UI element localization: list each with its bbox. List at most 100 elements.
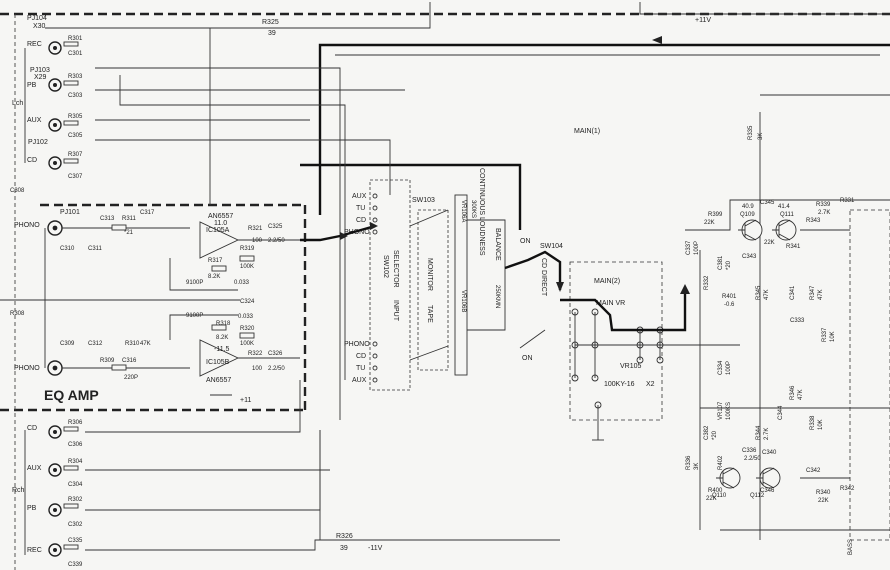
jack-rec-top[interactable] xyxy=(48,41,62,55)
jack-phono-bottom[interactable] xyxy=(47,360,63,376)
r339-label: R335 xyxy=(748,125,754,140)
vr105-label: VR105 xyxy=(620,363,642,370)
wire xyxy=(467,219,506,331)
c325-val: 2.2/50 xyxy=(268,238,285,244)
q112-transistor xyxy=(756,467,781,489)
rail-pos-label: +11V xyxy=(695,17,711,24)
r320-val: 100K xyxy=(240,341,254,347)
r322-label: R322 xyxy=(248,351,263,357)
r400-val: 22K xyxy=(818,498,829,504)
pj103-ref: PJ103 xyxy=(30,67,50,74)
wire xyxy=(409,345,449,361)
pj104-val: X30 xyxy=(33,23,46,30)
r346-label: R338 xyxy=(810,415,816,430)
vr106b-label: VR106B xyxy=(460,290,466,312)
pj104-ref: PJ104 xyxy=(27,15,47,22)
c335-val: 22K xyxy=(704,220,715,226)
jack-cd-top[interactable] xyxy=(48,156,62,170)
r301-label: R301 xyxy=(68,36,83,42)
r401-label: R341 xyxy=(786,244,801,250)
main-vr-block[interactable] xyxy=(569,261,663,421)
c345-label: R331 xyxy=(840,198,855,204)
pj102-ref: PJ102 xyxy=(28,139,48,146)
c321-val: 0.033 xyxy=(234,280,250,286)
r343-label: C341 xyxy=(790,285,796,300)
wire xyxy=(169,258,238,291)
c334-label: C382 xyxy=(704,425,710,440)
sel-aux-bottom: AUX xyxy=(352,377,367,384)
sel-tu-bottom: TU xyxy=(356,365,365,372)
c302-label: C339 xyxy=(68,562,83,568)
c326-val: 2.2/50 xyxy=(268,366,285,372)
q112-label: Q112 xyxy=(750,493,765,499)
r325-label: R325 xyxy=(262,19,279,26)
jack-cd-bottom[interactable] xyxy=(48,425,62,439)
balance-label: BALANCE xyxy=(494,228,501,261)
jack-rec-bottom[interactable] xyxy=(48,543,62,557)
jack-pb-bottom[interactable] xyxy=(48,503,62,517)
r321-label: R321 xyxy=(248,226,263,232)
jack-aux-label: AUX xyxy=(27,117,42,124)
r342-label: R346 xyxy=(790,385,796,400)
cd-signal-path xyxy=(300,163,522,230)
pj103-val: X29 xyxy=(34,74,47,81)
r306-label: R304 xyxy=(68,459,83,465)
phono-route xyxy=(300,224,376,242)
r319-val: 100K xyxy=(240,264,254,270)
r339-val: 3K xyxy=(758,133,764,140)
on-label-2: ON xyxy=(522,355,533,362)
c303-label: C303 xyxy=(68,93,83,99)
r302-label: C335 xyxy=(68,538,83,544)
r344-label: C344 xyxy=(778,405,784,420)
c312-label: C309 xyxy=(60,341,75,347)
r340-label: R344 xyxy=(756,425,762,440)
c307-label: C307 xyxy=(68,174,83,180)
r331-label: C337 xyxy=(686,240,692,255)
r309-label: C311 xyxy=(88,246,103,252)
r304-label: R302 xyxy=(68,497,83,503)
ic105b-part: AN6557 xyxy=(206,377,231,384)
c382-val: 2.2/50 xyxy=(744,456,761,462)
jack-rec-label: REC xyxy=(27,41,42,48)
q110-transistor xyxy=(716,467,741,489)
r307-label: R307 xyxy=(68,152,83,158)
eq-amp-label: EQ AMP xyxy=(44,387,99,403)
cd-direct-switch[interactable] xyxy=(504,250,564,292)
sw103-label: SW103 xyxy=(412,197,435,204)
r399-label: R339 xyxy=(816,202,831,208)
c336-val: 22K xyxy=(706,496,717,502)
r401-val: 22K xyxy=(764,240,775,246)
ic105b-ref: IC105B xyxy=(206,359,230,366)
c334-val: *20 xyxy=(712,430,718,440)
c310-label: R308 xyxy=(10,311,25,317)
tape-monitor-switch[interactable] xyxy=(417,209,449,371)
vr106a-label: VR106A xyxy=(460,200,466,222)
wire xyxy=(169,314,238,340)
jack-pb-top[interactable] xyxy=(48,78,62,92)
r347-val: 10K xyxy=(830,331,836,342)
r402-label: C340 xyxy=(762,450,777,456)
on-label: ON xyxy=(520,238,531,245)
r400-label: R340 xyxy=(816,490,831,496)
r325-value: 39 xyxy=(268,30,276,37)
jack-cd-bottom-label: CD xyxy=(27,425,37,432)
q111-label: Q111 xyxy=(780,212,794,218)
c316-label: R310 xyxy=(125,341,140,347)
r338-val: 100KS xyxy=(726,402,732,420)
q111-volt: 41.4 xyxy=(778,204,790,210)
r321-val: 100 xyxy=(252,238,263,244)
jack-phono-top[interactable] xyxy=(47,220,63,236)
wire xyxy=(574,312,661,378)
c335-label: R399 xyxy=(708,212,723,218)
r338-label: VR107 xyxy=(718,401,724,420)
monitor-label: MONITOR xyxy=(426,258,433,291)
jack-rec-bottom-label: REC xyxy=(27,547,42,554)
ic105b-opamp xyxy=(199,339,240,377)
jack-aux-bottom[interactable] xyxy=(48,463,62,477)
jack-aux-top[interactable] xyxy=(48,118,62,132)
c341-label: C333 xyxy=(790,318,805,324)
r322-val: 100 xyxy=(252,366,263,372)
input-selector-switch[interactable] xyxy=(369,179,411,391)
r311-label: R311 xyxy=(122,216,137,222)
